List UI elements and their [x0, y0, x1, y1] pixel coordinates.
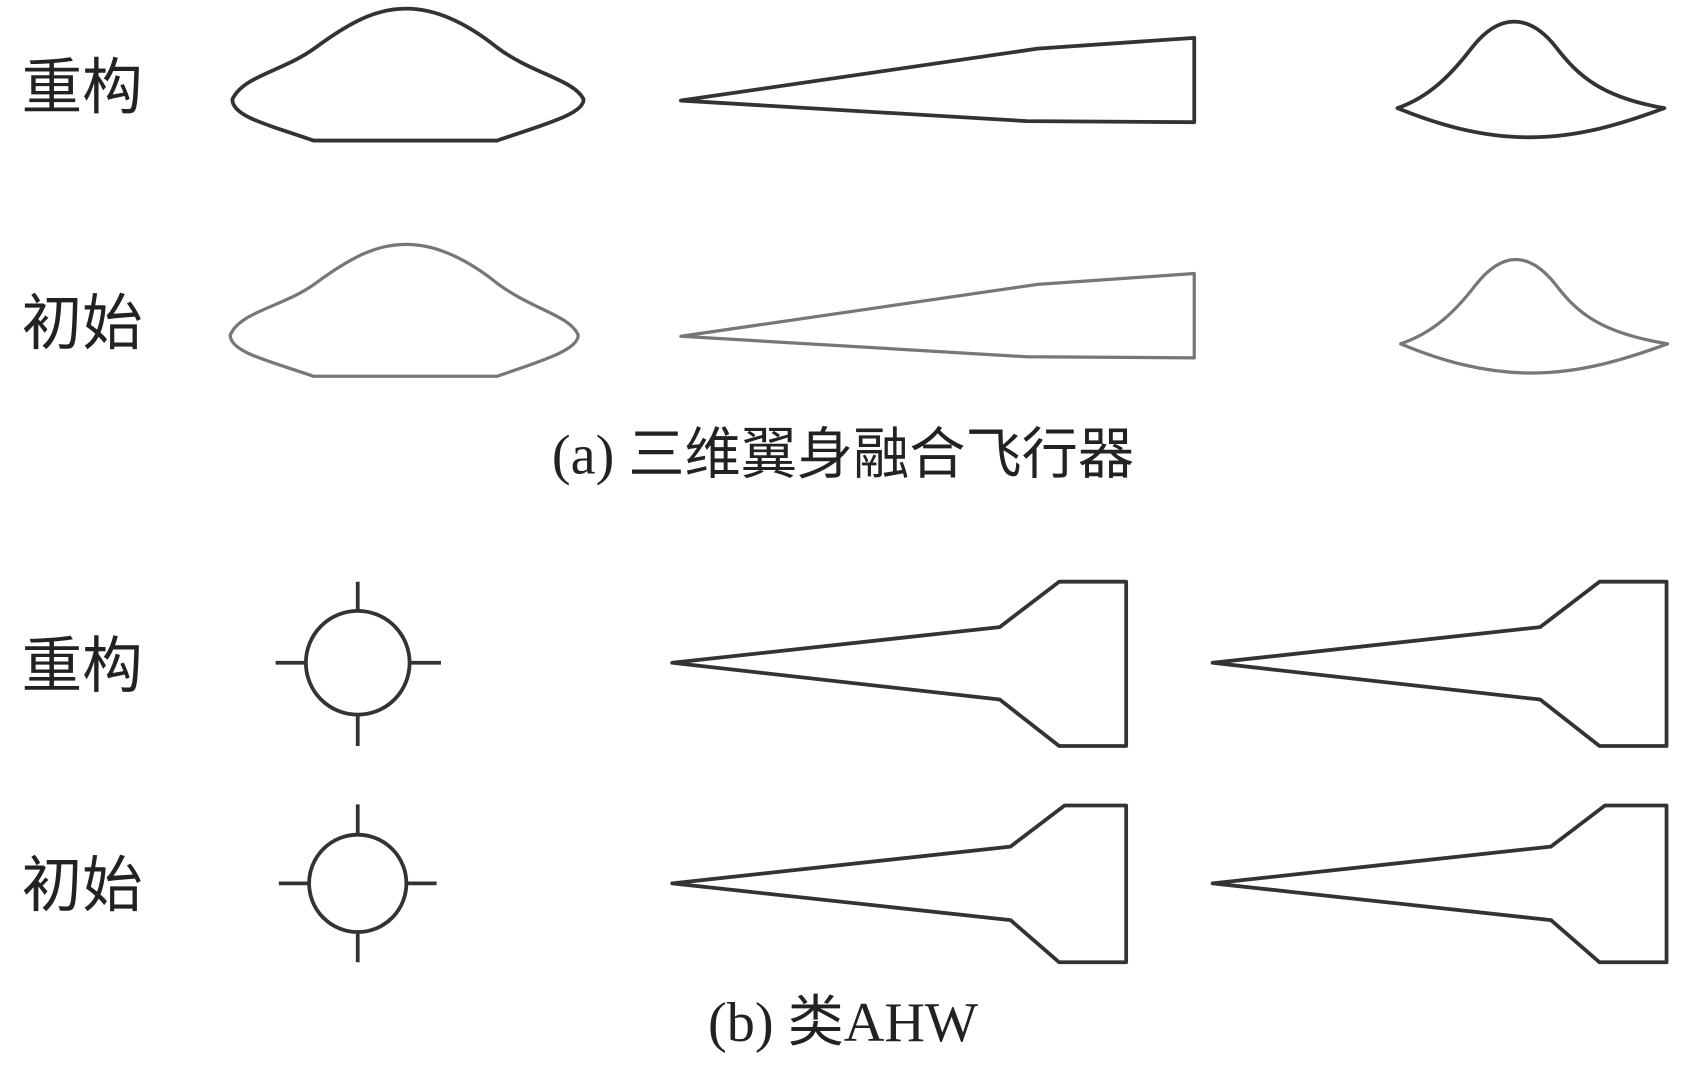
ahw-front-view-reconstructed — [275, 581, 441, 747]
ahw-reconstructed-row — [275, 579, 1669, 748]
ahw-top-view-initial-2 — [1210, 803, 1669, 965]
bwb-front-view-initial — [228, 242, 580, 378]
ahw-top-view-reconstructed-2 — [1210, 579, 1669, 748]
panel-a: 重构 初始 (a) 三维翼身融合飞行器 — [22, 6, 1670, 487]
bwb-section-view-reconstructed — [1395, 19, 1667, 140]
bwb-side-view-initial — [679, 271, 1196, 360]
bwb-section-view-initial — [1399, 258, 1670, 375]
row-label-reconstructed-b: 重构 — [22, 632, 143, 702]
ahw-front-view-initial — [278, 804, 437, 963]
bwb-reconstructed-row — [230, 6, 1667, 143]
ahw-initial-row — [278, 803, 1669, 965]
row-label-initial-a: 初始 — [22, 289, 143, 359]
row-label-reconstructed-a: 重构 — [22, 53, 143, 123]
bwb-initial-row — [228, 242, 1670, 378]
panel-b: 重构 初始 (b) 类AHW — [22, 579, 1669, 1054]
ahw-top-view-reconstructed-1 — [670, 579, 1129, 748]
panel-b-caption: (b) 类AHW — [708, 992, 978, 1054]
panel-a-caption: (a) 三维翼身融合飞行器 — [552, 425, 1134, 487]
row-label-initial-b: 初始 — [22, 851, 143, 921]
bwb-side-view-reconstructed — [678, 35, 1197, 125]
ahw-top-view-initial-1 — [670, 803, 1129, 965]
bwb-front-view-reconstructed — [230, 6, 586, 143]
